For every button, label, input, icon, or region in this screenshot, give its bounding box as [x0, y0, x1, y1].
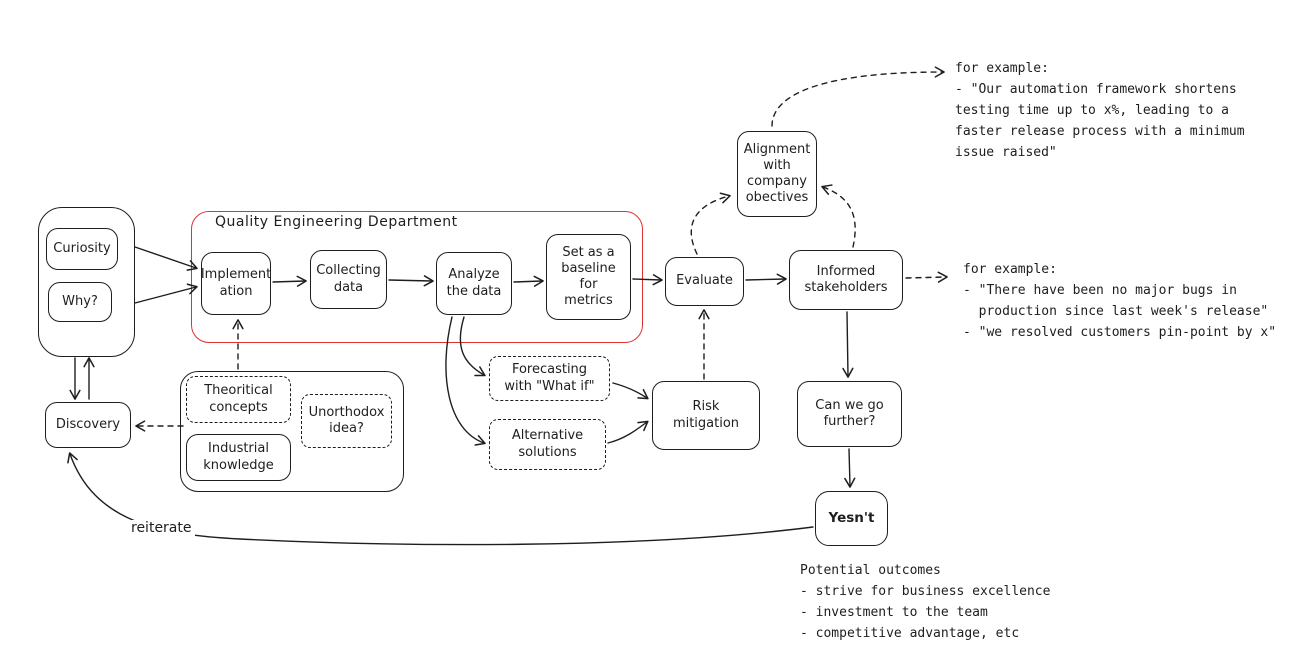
container-knowledge-sources — [180, 371, 404, 492]
arrow-forecasting-to-risk — [612, 382, 649, 400]
node-why: Why? — [48, 282, 112, 322]
arrow-analyze-to-alternative — [445, 316, 486, 446]
node-can-we-go-further: Can we go further? — [797, 381, 902, 447]
arrow-informed-to-alignment — [821, 184, 856, 248]
arrow-analyze-to-forecasting — [459, 316, 486, 377]
node-forecasting-what-if: Forecasting with "What if" — [489, 356, 610, 401]
node-baseline-metrics: Set as a baseline for metrics — [546, 234, 631, 320]
node-discovery: Discovery — [45, 402, 131, 448]
node-yesnt: Yesn't — [815, 491, 888, 546]
container-quality-engineering-department — [191, 211, 643, 343]
node-analyze-data: Analyze the data — [436, 252, 512, 315]
node-evaluate: Evaluate — [665, 257, 744, 306]
node-unorthodox-idea: Unorthodox idea? — [301, 394, 392, 448]
arrow-collecting-to-analyze — [388, 275, 434, 287]
container-curiosity-why — [38, 207, 135, 357]
arrow-alternative-to-risk — [607, 420, 649, 444]
label-reiterate: reiterate — [128, 520, 195, 536]
arrow-informed-to-can-we-go — [842, 311, 854, 378]
arrow-can-we-go-to-yesnt — [844, 448, 856, 488]
arrow-evaluate-to-informed — [745, 273, 787, 285]
node-collecting-data: Collecting data — [310, 250, 387, 309]
node-implementation: Implement ation — [201, 252, 271, 315]
annotation-alignment-example: for example: - "Our automation framework… — [955, 61, 1245, 160]
arrow-alignment-to-example — [771, 66, 945, 127]
node-informed-stakeholders: Informed stakeholders — [789, 250, 903, 310]
annotation-potential-outcomes: Potential outcomes - strive for business… — [800, 563, 1051, 641]
arrow-baseline-to-evaluate — [632, 274, 663, 286]
node-alignment-company-objectives: Alignment with company obectives — [737, 131, 817, 217]
container-qed-title: Quality Engineering Department — [215, 214, 458, 230]
arrow-informed-to-example — [905, 271, 948, 283]
arrow-yesnt-to-discovery-reiterate — [67, 452, 814, 546]
node-theoritical-concepts: Theoritical concepts — [186, 376, 291, 423]
node-industrial-knowledge: Industrial knowledge — [186, 434, 291, 481]
node-curiosity: Curiosity — [46, 228, 118, 270]
arrow-implementation-to-collecting — [272, 275, 307, 287]
node-risk-mitigation: Risk mitigation — [652, 381, 760, 450]
arrow-analyze-to-baseline — [513, 275, 544, 287]
arrow-evaluate-to-alignment — [690, 192, 731, 255]
arrow-why-to-implementation — [134, 283, 198, 304]
node-alternative-solutions: Alternative solutions — [489, 419, 606, 470]
arrow-curiosity-to-implementation — [134, 246, 198, 271]
annotation-stakeholders-example: for example: - "There have been no major… — [963, 262, 1277, 340]
